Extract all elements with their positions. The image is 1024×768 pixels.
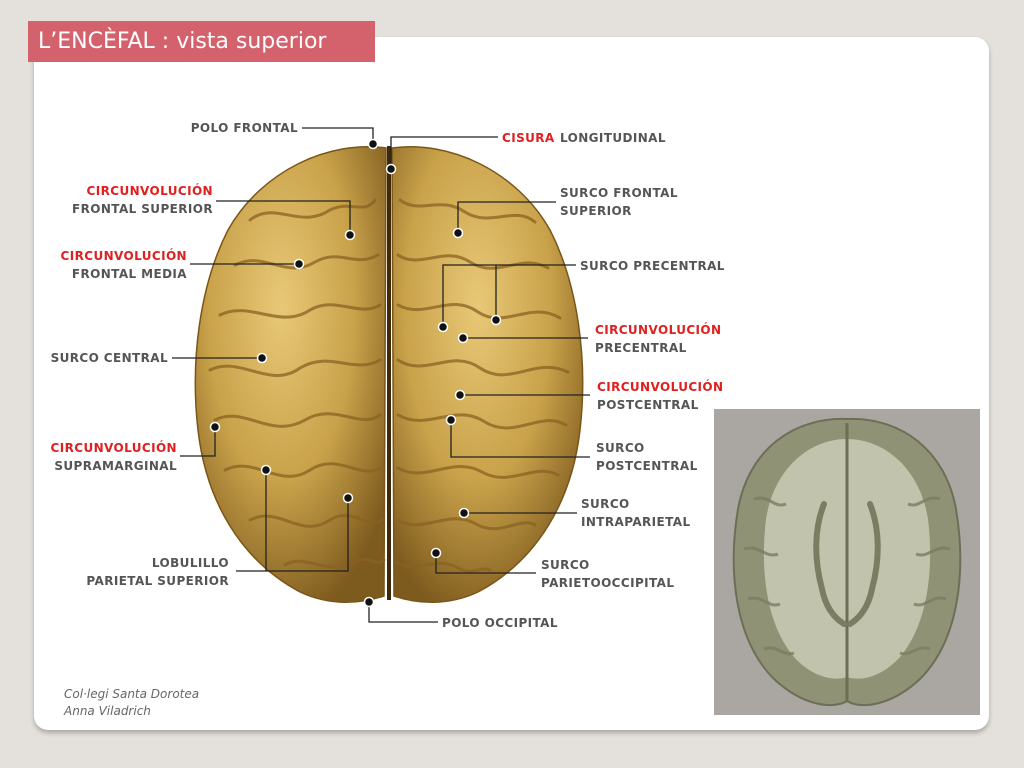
leader-polo-occipital xyxy=(368,602,438,623)
gyri-texture xyxy=(208,198,570,573)
credit-text: Col·legi Santa Dorotea Anna Viladrich xyxy=(64,686,199,720)
leader-circ-supramarginal xyxy=(180,427,216,457)
label-polo-occipital: POLO OCCIPITAL xyxy=(442,616,558,630)
label-circ-frontal-media-2: FRONTAL MEDIA xyxy=(72,267,187,281)
label-surco-frontal-superior-1: SURCO FRONTAL xyxy=(560,186,678,200)
label-surco-postcentral-2: POSTCENTRAL xyxy=(596,459,698,473)
dot-polo-frontal xyxy=(367,138,379,150)
leader-cisura-longitudinal xyxy=(390,136,498,169)
dot-circ-supramarginal xyxy=(209,421,221,433)
right-hemisphere xyxy=(391,146,584,603)
label-surco-frontal-superior-2: SUPERIOR xyxy=(560,204,632,218)
label-surco-parietooccipital-1: SURCO xyxy=(541,558,590,572)
dot-lobulillo-a xyxy=(260,464,272,476)
leader-surco-frontal-superior xyxy=(457,201,556,233)
dot-cisura xyxy=(385,163,397,175)
slide-title: L’ENCÈFAL : vista superior xyxy=(28,21,375,62)
label-circ-precentral-1: CIRCUNVOLUCIÓN xyxy=(595,322,721,337)
label-lobulillo-2: PARIETAL SUPERIOR xyxy=(86,574,229,588)
dot-circ-frontal-media xyxy=(293,258,305,270)
credit-line-school: Col·legi Santa Dorotea xyxy=(64,687,200,701)
label-polo-frontal: POLO FRONTAL xyxy=(191,121,298,135)
marker-dots xyxy=(209,138,502,608)
label-circ-frontal-superior-1: CIRCUNVOLUCIÓN xyxy=(87,183,213,198)
leader-lines xyxy=(172,127,590,623)
dot-circ-frontal-superior xyxy=(344,229,356,241)
label-surco-parietooccipital-2: PARIETOOCCIPITAL xyxy=(541,576,674,590)
label-circ-precentral-2: PRECENTRAL xyxy=(595,341,687,355)
brain-slice-photo xyxy=(714,409,980,715)
dot-surco-intraparietal xyxy=(458,507,470,519)
label-circ-postcentral-2: POSTCENTRAL xyxy=(597,398,699,412)
dot-lobulillo-b xyxy=(342,492,354,504)
label-circ-frontal-media-1: CIRCUNVOLUCIÓN xyxy=(61,248,187,263)
dot-surco-precentral-a xyxy=(437,321,449,333)
label-lobulillo-1: LOBULILLO xyxy=(152,556,229,570)
leader-polo-frontal xyxy=(302,127,374,144)
leader-surco-postcentral xyxy=(450,420,590,458)
diagram-labels: POLO FRONTAL CISURA LONGITUDINAL CIRCUNV… xyxy=(51,121,725,630)
label-surco-intraparietal-2: INTRAPARIETAL xyxy=(581,515,691,529)
dot-circ-postcentral xyxy=(454,389,466,401)
dot-surco-postcentral xyxy=(445,414,457,426)
leader-surco-parietooccipital xyxy=(435,553,536,574)
label-cisura: CISURA xyxy=(502,131,555,145)
label-longitudinal: LONGITUDINAL xyxy=(560,131,666,145)
label-surco-central: SURCO CENTRAL xyxy=(51,351,168,365)
label-circ-frontal-superior-2: FRONTAL SUPERIOR xyxy=(72,202,213,216)
dot-circ-precentral xyxy=(457,332,469,344)
credit-line-author: Anna Viladrich xyxy=(64,704,151,718)
dot-surco-central xyxy=(256,352,268,364)
brain-slice-drawing xyxy=(714,409,980,715)
leader-circ-frontal-superior xyxy=(216,200,351,235)
dot-surco-parietooccipital xyxy=(430,547,442,559)
label-surco-precentral: SURCO PRECENTRAL xyxy=(580,259,725,273)
label-circ-supramarginal-2: SUPRAMARGINAL xyxy=(54,459,177,473)
leader-lobulillo xyxy=(236,498,349,572)
brain-illustration xyxy=(194,146,584,603)
dot-surco-precentral-b xyxy=(490,314,502,326)
label-surco-postcentral-1: SURCO xyxy=(596,441,645,455)
dot-surco-frontal-superior xyxy=(452,227,464,239)
label-circ-supramarginal-1: CIRCUNVOLUCIÓN xyxy=(51,440,177,455)
label-circ-postcentral-1: CIRCUNVOLUCIÓN xyxy=(597,379,723,394)
label-surco-intraparietal-1: SURCO xyxy=(581,497,630,511)
dot-polo-occipital xyxy=(363,596,375,608)
leader-surco-precentral-a xyxy=(442,264,576,327)
